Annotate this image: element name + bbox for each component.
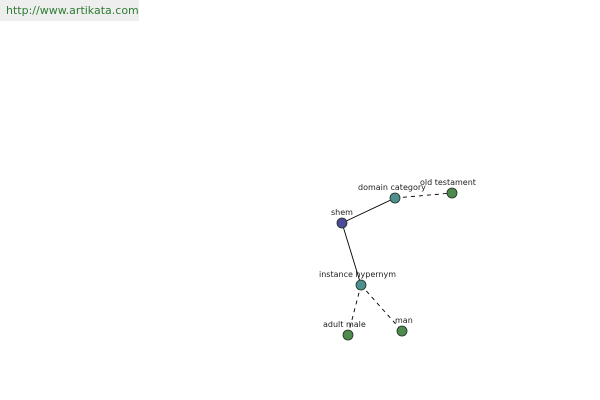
- node-adult-male[interactable]: [342, 329, 354, 341]
- edge-shem-to-instance-hypernym: [341, 222, 362, 286]
- node-label-shem: shem: [331, 208, 353, 217]
- node-domain-category[interactable]: [389, 192, 401, 204]
- node-label-instance-hypernym: instance hypernym: [319, 270, 396, 279]
- nodes-layer: [336, 187, 458, 341]
- node-instance-hypernym[interactable]: [355, 279, 367, 291]
- node-label-domain-category: domain category: [358, 183, 426, 192]
- node-label-adult-male: adult male: [323, 320, 366, 329]
- edge-shem-to-domain-category: [341, 197, 396, 224]
- edges-layer: [341, 192, 453, 336]
- node-shem[interactable]: [336, 217, 348, 229]
- node-label-man: man: [395, 316, 413, 325]
- node-man[interactable]: [396, 325, 408, 337]
- edge-domain-category-to-old-testament: [394, 192, 453, 199]
- node-old-testament[interactable]: [446, 187, 458, 199]
- edge-instance-hypernym-to-man: [360, 284, 403, 332]
- edge-instance-hypernym-to-adult-male: [347, 284, 362, 336]
- node-label-old-testament: old testament: [420, 178, 476, 187]
- site-url-link[interactable]: http://www.artikata.com: [0, 0, 139, 21]
